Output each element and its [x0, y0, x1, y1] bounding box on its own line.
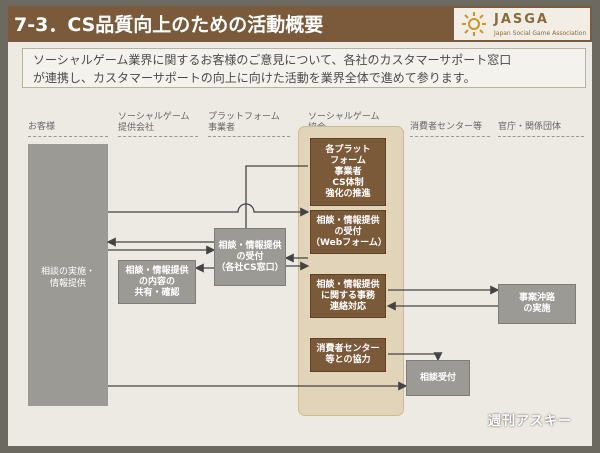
logo-subtext: Japan Social Game Association: [494, 30, 587, 37]
intro-line: ソーシャルゲーム業界に関するお客様のご意見について、各社のカスタマーサポート窓口: [33, 53, 512, 67]
case-practice-box: 事案沖路 の実施: [498, 284, 576, 324]
col-divider: [28, 136, 108, 137]
platform-cs-box: 各プラット フォーム 事業者 CS体制 強化の推進: [310, 138, 386, 206]
col-head-game-provider: ソーシャルゲーム 提供会社: [118, 112, 190, 133]
publisher-watermark: 週刊アスキー: [488, 414, 573, 429]
col-head-customer: お客様: [28, 122, 56, 132]
col-head-government: 官庁・関係団体: [498, 122, 562, 132]
intro-line: が連携し、カスタマーサポートの向上に向けた活動を業界全体で進めて参ります。: [33, 71, 476, 85]
logo-text: JASGA: [494, 12, 549, 27]
customer-label: 相談の実施・ 情報提供: [40, 267, 95, 289]
col-head-consumer-center: 消費者センター等: [410, 122, 483, 132]
provider-reception-box: 相談・情報提供 の受付 （各社CS窓口）: [214, 228, 286, 286]
sun-logo-icon: [462, 12, 486, 36]
share-confirm-box: 相談・情報提供 の内容の 共有・確認: [118, 260, 196, 304]
col-head-platform: プラットフォーム 事業者: [208, 112, 280, 133]
web-form-box: 相談・情報提供 の受付 （Webフォーム）: [310, 210, 387, 254]
jasga-logo: JASGA Japan Social Game Association: [454, 8, 590, 40]
col-divider: [208, 136, 290, 137]
col-divider: [118, 136, 198, 137]
title-bar: 7-3．CS品質向上のための活動概要 JASGA Japan Social Ga…: [8, 6, 592, 42]
flow-arrows: [106, 165, 500, 391]
slide: 7-3．CS品質向上のための活動概要 JASGA Japan Social Ga…: [8, 6, 592, 446]
consumer-coop-box: 消費者センター 等との協力: [310, 338, 386, 372]
intro-text: ソーシャルゲーム業界に関するお客様のご意見について、各社のカスタマーサポート窓口…: [22, 48, 586, 88]
col-divider: [410, 136, 490, 137]
liaison-box: 相談・情報提供 に関する事務 連絡対応: [310, 274, 386, 318]
customer-column: 相談の実施・ 情報提供: [28, 144, 108, 406]
col-divider: [498, 136, 584, 137]
slide-title: 7-3．CS品質向上のための活動概要: [14, 14, 324, 36]
consult-reception-box: 相談受付: [406, 360, 470, 396]
